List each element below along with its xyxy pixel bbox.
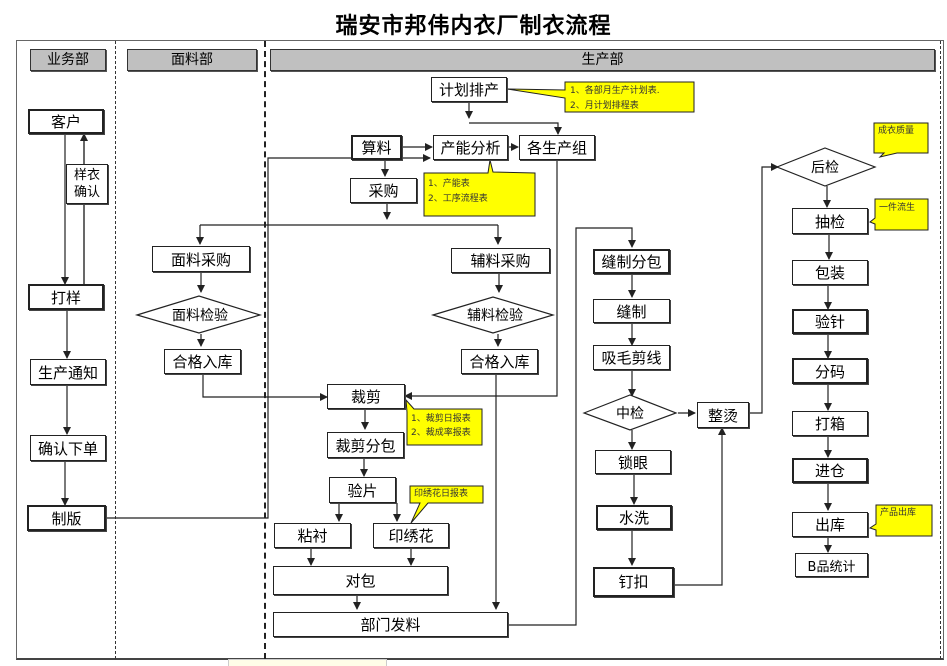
node-accessory-inspection[interactable]: 辅料检验 (467, 308, 523, 324)
label-sample-confirm-line1: 样衣 (73, 168, 100, 183)
lane-separator (940, 41, 941, 659)
note-shape-shipping (868, 504, 933, 537)
note-embroidery-line1: 印绣花日报表 (414, 489, 469, 499)
arrow-ironing-to-final (749, 163, 779, 414)
node-planning[interactable]: 计划排产 (431, 77, 507, 102)
note-cutting: 1、裁剪日报表 2、裁成率报表 (407, 410, 475, 442)
lane-header-sales: 业务部 (30, 49, 106, 71)
node-mid-inspection[interactable]: 中检 (616, 406, 644, 422)
node-packing[interactable]: 包装 (792, 260, 868, 285)
diamond-mid-inspection (582, 394, 678, 431)
node-shipping[interactable]: 出库 (792, 512, 868, 537)
diamond-accessory-inspection (430, 296, 556, 334)
note-capacity: 1、产能表 2、工序流程表 (424, 175, 492, 209)
node-final-inspection[interactable]: 后检 (811, 160, 839, 176)
node-cutting[interactable]: 裁剪 (327, 384, 405, 409)
node-b-grade-stats[interactable]: B品统计 (795, 553, 868, 577)
page-title: 瑞安市邦伟内衣厂制衣流程 (335, 14, 612, 39)
node-dept-issue[interactable]: 部门发料 (273, 612, 508, 637)
lane-header-production: 生产部 (270, 49, 935, 71)
node-matching[interactable]: 对包 (273, 566, 448, 595)
node-material-calc[interactable]: 算料 (351, 135, 402, 160)
node-print-embroidery[interactable]: 印绣花 (373, 523, 449, 548)
node-plate-making[interactable]: 制版 (27, 505, 106, 531)
note-planning: 1、各部月生产计划表. 2、月计划排程表 (566, 82, 664, 116)
label-sample-confirm: 样衣 确认 (66, 164, 108, 204)
note-cutting-line2: 2、裁成率报表 (411, 428, 471, 438)
diagram-frame (16, 40, 944, 660)
note-sampling-line1: 一件流生 (879, 203, 916, 213)
node-production-groups[interactable]: 各生产组 (519, 135, 595, 160)
sheet-tab[interactable] (228, 659, 387, 666)
node-fabric-inspection[interactable]: 面料检验 (172, 308, 228, 324)
node-sewing-bundling[interactable]: 缝制分包 (593, 249, 670, 274)
label-sample-confirm-line2: 确认 (73, 185, 100, 200)
node-boxing[interactable]: 打箱 (792, 411, 868, 436)
note-shape-cutting (405, 398, 483, 446)
node-accessory-stock-in[interactable]: 合格入库 (461, 349, 538, 374)
node-interlining[interactable]: 粘衬 (274, 523, 351, 548)
arrow-buttoning-to-ironing (674, 427, 726, 586)
node-fabric-purchase[interactable]: 面料采购 (152, 246, 250, 272)
node-capacity-analysis[interactable]: 产能分析 (433, 135, 508, 160)
diamond-fabric-inspection (134, 295, 263, 334)
note-capacity-line2: 2、工序流程表 (428, 194, 488, 204)
note-final-inspection: 成衣质量 (874, 122, 918, 141)
note-capacity-line1: 1、产能表 (428, 179, 470, 189)
arrow-plate-to-capacity (107, 154, 431, 519)
node-piece-inspection[interactable]: 验片 (329, 477, 396, 503)
node-confirm-order[interactable]: 确认下单 (30, 435, 106, 461)
diamond-final-inspection (775, 147, 877, 187)
node-fabric-stock-in[interactable]: 合格入库 (164, 349, 241, 374)
note-shape-final (873, 122, 929, 158)
note-shape-embroidery (409, 485, 484, 524)
note-final-line1: 成衣质量 (878, 126, 915, 136)
node-size-sorting[interactable]: 分码 (792, 358, 868, 384)
node-warehousing[interactable]: 进仓 (792, 458, 868, 483)
node-sampling-check[interactable]: 抽检 (792, 208, 868, 234)
node-buttoning[interactable]: 钉扣 (593, 567, 674, 597)
node-accessory-purchase[interactable]: 辅料采购 (451, 248, 550, 273)
node-washing[interactable]: 水洗 (596, 505, 672, 530)
arrow-planning-to-groups (469, 122, 562, 135)
arrow-issue-to-sewing-bundling (508, 227, 636, 626)
note-embroidery: 印绣花日报表 (410, 486, 472, 503)
node-cut-bundling[interactable]: 裁剪分包 (327, 432, 404, 458)
note-shape-sampling (869, 198, 929, 231)
node-production-notice[interactable]: 生产通知 (30, 359, 106, 385)
node-customer[interactable]: 客户 (28, 109, 104, 134)
note-shipping-line1: 产品出库 (880, 508, 917, 518)
node-ironing[interactable]: 整烫 (697, 402, 749, 428)
note-cutting-line1: 1、裁剪日报表 (411, 414, 471, 424)
node-needle-detection[interactable]: 验针 (792, 309, 868, 334)
node-sewing[interactable]: 缝制 (593, 299, 670, 323)
note-planning-line1: 1、各部月生产计划表. (570, 86, 660, 96)
lane-separator (115, 41, 116, 659)
note-shape-capacity (423, 159, 536, 217)
node-purchasing[interactable]: 采购 (350, 178, 417, 203)
node-sampling[interactable]: 打样 (28, 284, 104, 310)
node-thread-trimming[interactable]: 吸毛剪线 (593, 345, 670, 370)
lane-separator (264, 41, 266, 659)
node-buttonhole[interactable]: 锁眼 (595, 450, 671, 474)
note-shape-planning (506, 81, 695, 113)
lane-header-fabric: 面料部 (127, 49, 257, 71)
note-sampling-check: 一件流生 (875, 199, 919, 218)
arrow-fabric-stock-to-cutting (202, 374, 328, 401)
note-planning-line2: 2、月计划排程表 (570, 101, 639, 111)
note-shipping: 产品出库 (876, 504, 920, 523)
arrow-groups-to-cutting (404, 160, 558, 400)
